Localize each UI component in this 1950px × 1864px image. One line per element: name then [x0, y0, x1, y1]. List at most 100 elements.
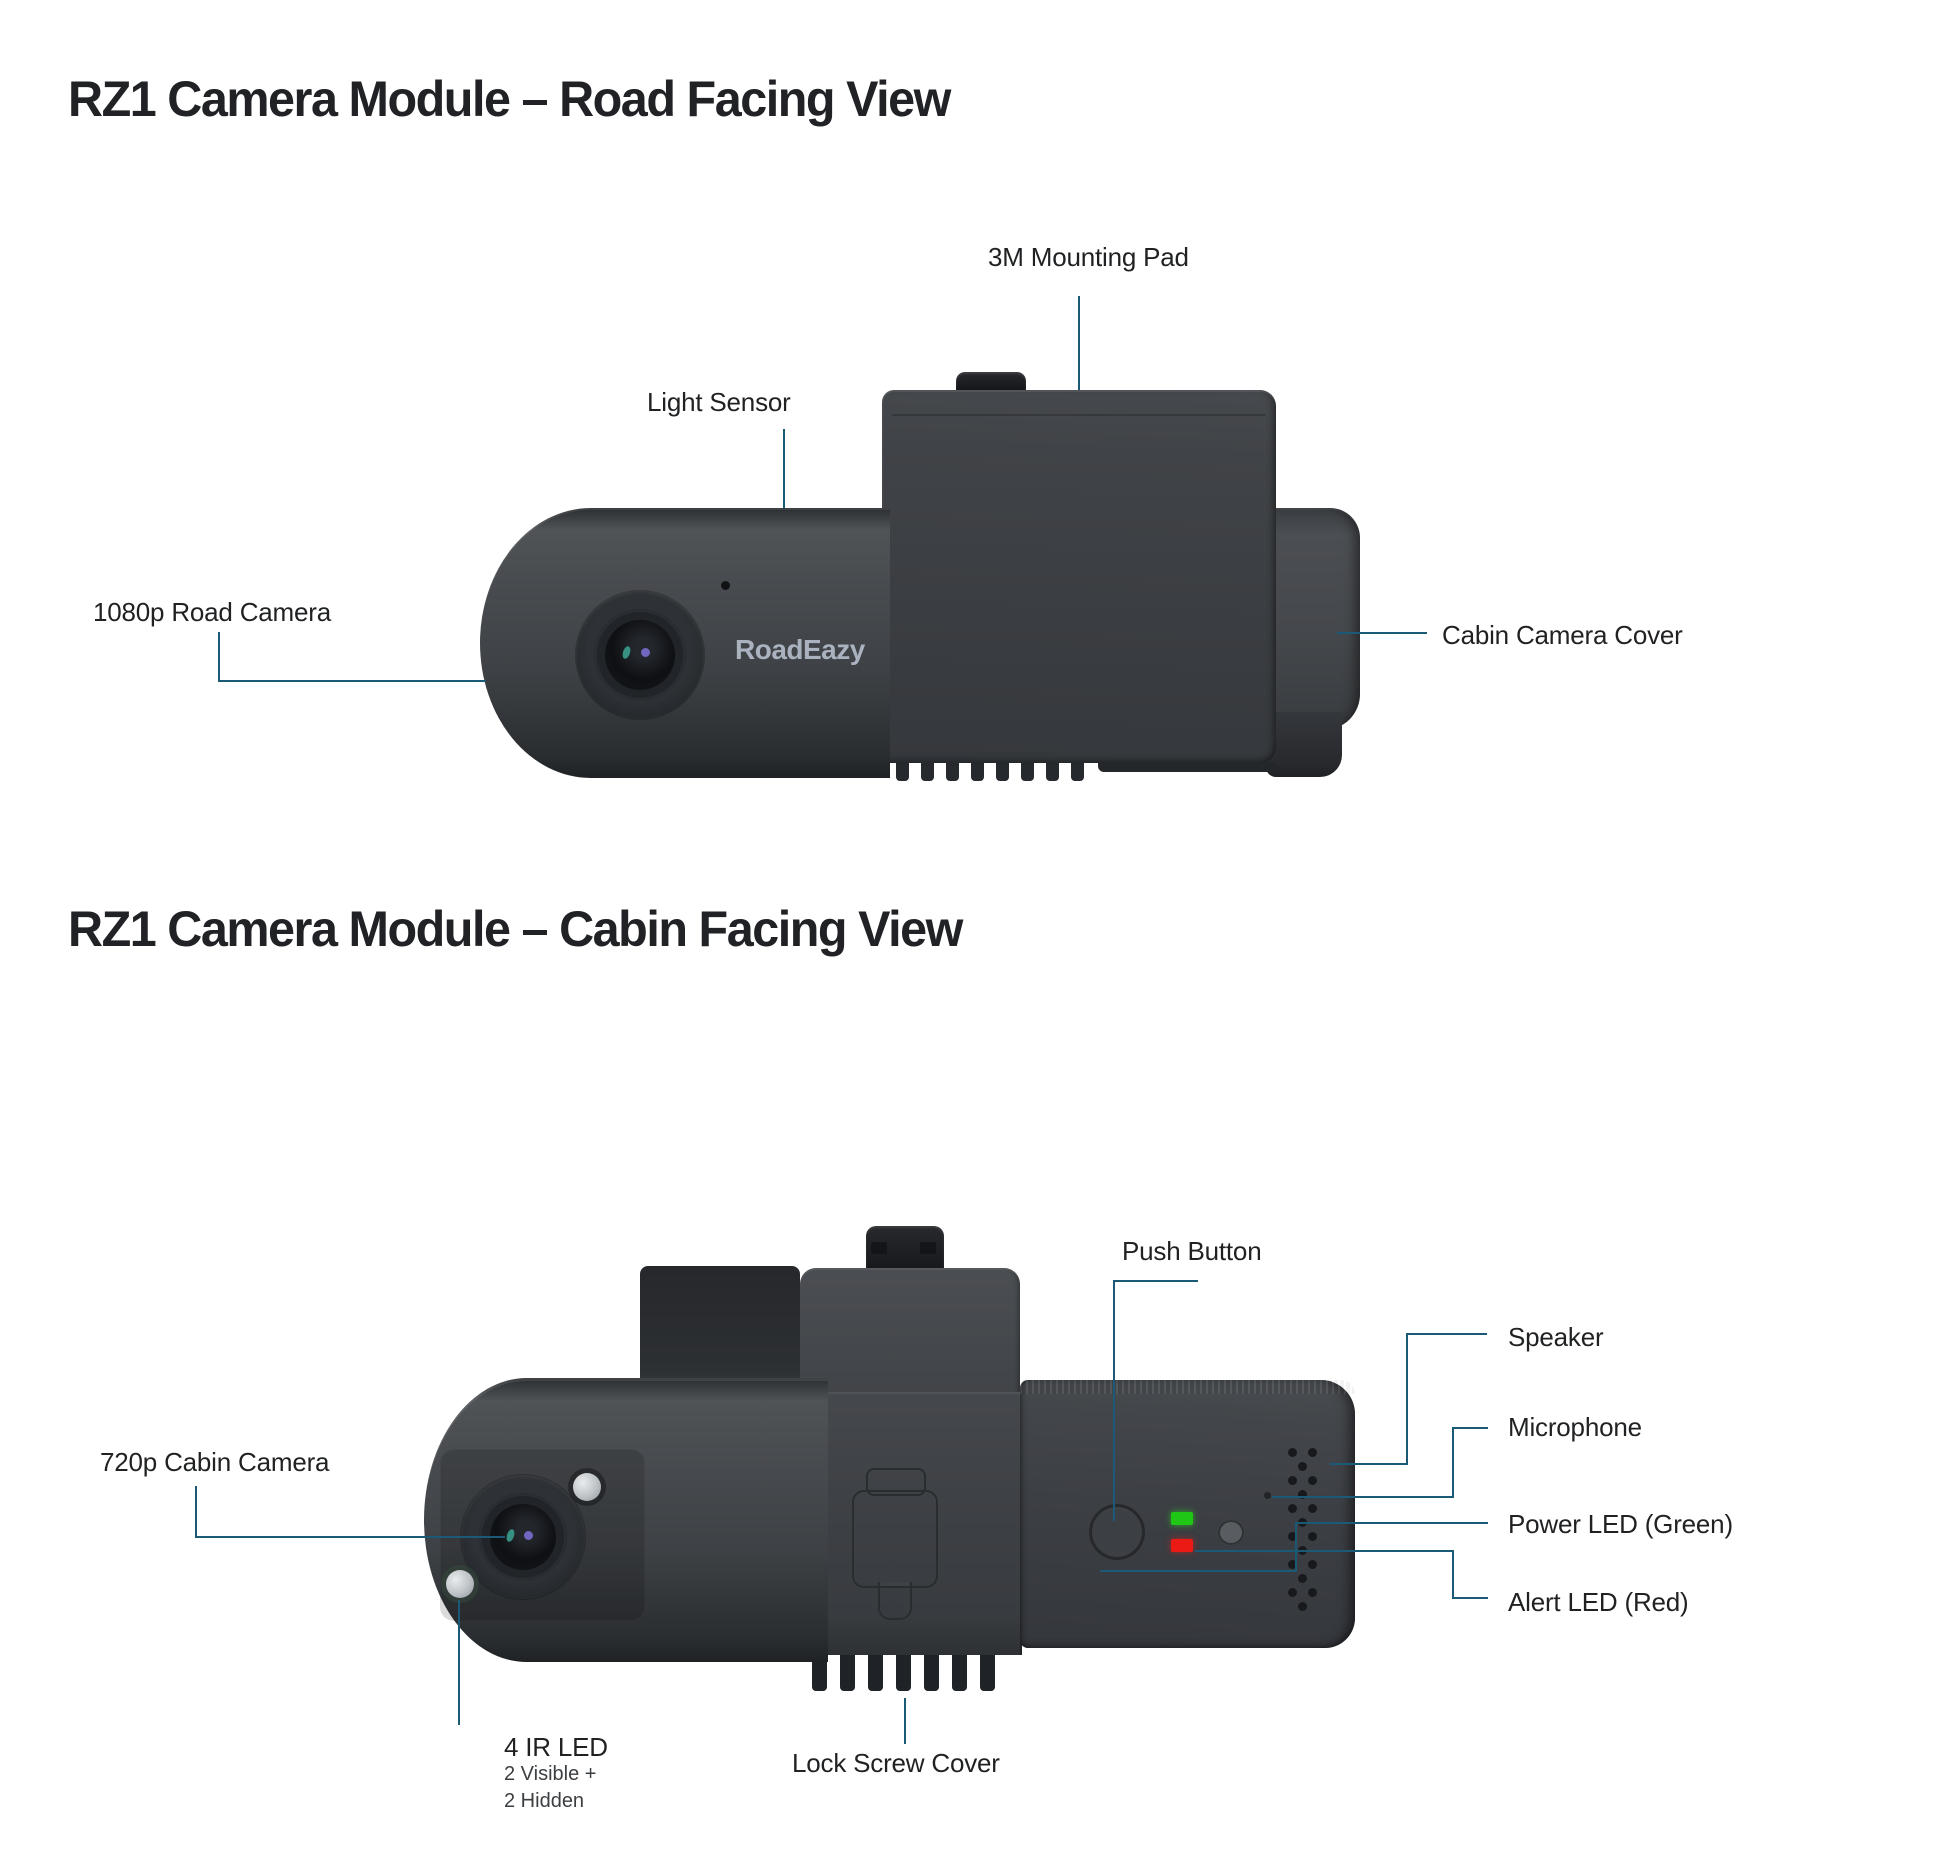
leader-road-camera-v: [218, 632, 220, 682]
lock-screw-stem-patch: [881, 1582, 909, 1586]
power-led: [1171, 1512, 1193, 1525]
label-ir-sub1: 2 Visible +: [504, 1763, 597, 1785]
leader-alert-h2: [1452, 1597, 1488, 1599]
leader-power-v: [1295, 1522, 1297, 1572]
heatsink-fin: [924, 1655, 939, 1691]
speaker-hole: [1298, 1490, 1307, 1499]
leader-cabin-camera-cover: [1337, 632, 1427, 634]
bracket-crease: [892, 414, 1266, 416]
speaker-hole: [1298, 1574, 1307, 1583]
label-3m-mounting-pad: 3M Mounting Pad: [988, 242, 1189, 272]
leader-road-camera-h: [218, 680, 486, 682]
speaker-hole: [1288, 1476, 1297, 1485]
label-alert-led: Alert LED (Red): [1508, 1587, 1689, 1617]
leader-alert-h1: [1195, 1550, 1454, 1552]
lock-screw-cover-tab: [866, 1468, 926, 1496]
leader-microphone-v: [1452, 1427, 1454, 1498]
leader-light-sensor: [783, 429, 785, 508]
mount-stub: [866, 1226, 944, 1272]
mounting-bracket: [882, 390, 1276, 763]
heatsink-fin: [896, 1655, 911, 1691]
label-ir-sub2: 2 Hidden: [504, 1790, 585, 1812]
roadeazy-logo: RoadEazy: [735, 634, 865, 665]
lens-glint-teal: [621, 645, 632, 660]
heatsink-fin: [812, 1655, 827, 1691]
heatsink-fin: [1071, 762, 1084, 781]
leader-ir-led: [458, 1600, 460, 1725]
speaker-hole: [1288, 1588, 1297, 1597]
label-720p-cabin-camera: 720p Cabin Camera: [100, 1447, 330, 1477]
mount-knob: [956, 372, 1026, 394]
speaker-hole: [1298, 1462, 1307, 1471]
leader-microphone-h2: [1452, 1427, 1488, 1429]
leader-power-h1: [1100, 1570, 1297, 1572]
heatsink-fin: [980, 1655, 995, 1691]
status-button: [1218, 1520, 1244, 1545]
leader-lock-screw: [904, 1698, 906, 1744]
stub-notch-left: [871, 1242, 887, 1254]
label-push-button: Push Button: [1122, 1236, 1262, 1266]
heatsink-fin: [1021, 762, 1034, 781]
speaker-hole: [1308, 1448, 1317, 1457]
control-box-knurl-band: [1020, 1380, 1355, 1394]
push-button: [1089, 1504, 1145, 1560]
microphone-hole: [1264, 1492, 1271, 1499]
label-power-led: Power LED (Green): [1508, 1509, 1733, 1539]
heatsink-fins-cabin: [812, 1655, 1012, 1691]
heatsink-fins-road: [896, 762, 1101, 781]
leader-speaker-h1: [1330, 1463, 1408, 1465]
label-cabin-camera-cover: Cabin Camera Cover: [1442, 620, 1683, 650]
mount-column: [800, 1268, 1020, 1408]
speaker-hole: [1308, 1560, 1317, 1569]
speaker-hole: [1298, 1602, 1307, 1611]
lens-glint-purple: [641, 648, 650, 657]
lens-glint-purple: [524, 1531, 533, 1540]
heatsink-fin: [971, 762, 984, 781]
heatsink-fin: [946, 762, 959, 781]
speaker-hole: [1308, 1588, 1317, 1597]
heatsink-fin: [952, 1655, 967, 1691]
speaker-hole: [1288, 1560, 1297, 1569]
leader-power-h2: [1295, 1522, 1488, 1524]
label-lock-screw-cover: Lock Screw Cover: [792, 1748, 1000, 1778]
leader-speaker-v: [1406, 1333, 1408, 1465]
cabin-camera-cover-drum: [1266, 508, 1360, 730]
heatsink-fin: [896, 762, 909, 781]
leader-alert-v: [1452, 1550, 1454, 1599]
ir-led-top-right: [573, 1473, 601, 1501]
road-view-title: RZ1 Camera Module – Road Facing View: [68, 71, 951, 127]
heatsink-fin: [996, 762, 1009, 781]
leader-push-button-v: [1113, 1280, 1115, 1521]
ir-led-bottom-left: [446, 1570, 474, 1598]
alert-led: [1171, 1539, 1193, 1552]
speaker-hole: [1288, 1504, 1297, 1513]
speaker-hole: [1308, 1504, 1317, 1513]
heatsink-fin: [921, 762, 934, 781]
road-camera-lens-glass: [605, 620, 675, 690]
lock-screw-cover-main: [852, 1490, 938, 1588]
lock-screw-cover-stem: [878, 1582, 912, 1620]
lens-glint-teal: [505, 1528, 516, 1543]
heatsink-fin: [868, 1655, 883, 1691]
rear-bracket-flap: [640, 1266, 800, 1390]
speaker-hole: [1288, 1448, 1297, 1457]
leader-3m-mounting-pad: [1078, 296, 1080, 390]
leader-speaker-h2: [1406, 1333, 1487, 1335]
stub-notch-right: [920, 1242, 936, 1254]
label-light-sensor: Light Sensor: [647, 387, 791, 417]
light-sensor-hole: [721, 581, 730, 590]
bracket-bottom-ledge: [1098, 762, 1276, 772]
leader-push-button-h: [1113, 1280, 1198, 1282]
label-microphone: Microphone: [1508, 1412, 1642, 1442]
leader-cabin-camera-h: [195, 1536, 505, 1538]
speaker-hole: [1308, 1532, 1317, 1541]
cabin-view-title: RZ1 Camera Module – Cabin Facing View: [68, 901, 963, 957]
speaker-hole: [1288, 1532, 1297, 1541]
heatsink-fin: [840, 1655, 855, 1691]
label-speaker: Speaker: [1508, 1322, 1604, 1352]
speaker-hole: [1308, 1476, 1317, 1485]
label-4-ir-led: 4 IR LED: [504, 1732, 608, 1762]
speaker-grille: [1286, 1446, 1322, 1618]
heatsink-fin: [1046, 762, 1059, 781]
